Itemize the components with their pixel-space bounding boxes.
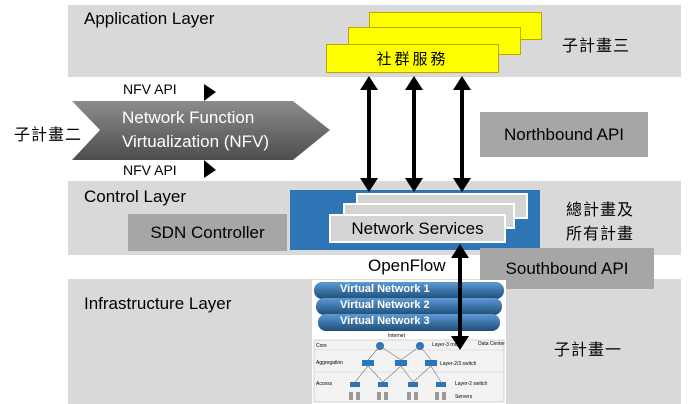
virtual-network-1-label: Virtual Network 1 xyxy=(340,283,430,295)
virtual-network-3-cloud xyxy=(318,314,500,331)
openflow-label: OpenFlow xyxy=(368,256,446,275)
northbound-arrows xyxy=(360,76,471,192)
control-layer-title: Control Layer xyxy=(84,187,187,206)
sdn-controller-label: SDN Controller xyxy=(150,222,265,242)
nfv-label-line2: Virtualization (NFV) xyxy=(122,132,270,151)
nfv-api-bottom-marker xyxy=(204,160,216,178)
northbound-api-box: Northbound API xyxy=(480,112,648,157)
nfv-label-line1: Network Function xyxy=(122,108,255,127)
openflow-arrow xyxy=(451,244,469,350)
nfv-api-bottom-label: NFV API xyxy=(123,162,177,178)
social-service-label: 社群服務 xyxy=(376,50,449,68)
virtual-network-3-label: Virtual Network 3 xyxy=(340,315,430,327)
dc-layer2-switch-label: Layer-2 switch xyxy=(455,381,488,387)
dc-core-label: Core xyxy=(316,343,327,349)
virtual-network-1-cloud xyxy=(314,282,504,299)
northbound-api-label: Northbound API xyxy=(503,124,625,144)
network-services-label: Network Services xyxy=(351,218,484,238)
main-project-label-line1: 總計畫及 xyxy=(566,200,635,219)
dc-layer23-switch-label: Layer-2/3 switch xyxy=(440,361,477,367)
virtual-network-2-cloud xyxy=(316,298,502,315)
dc-layer3-router-label: Layer-3 router xyxy=(432,342,464,348)
sdn-controller-box: SDN Controller xyxy=(128,214,287,251)
main-project-label-line2: 所有計畫 xyxy=(566,224,635,243)
subproject-one-label: 子計畫一 xyxy=(554,340,623,359)
social-service-card-front: 社群服務 xyxy=(326,44,499,73)
dc-internet-label: Internet xyxy=(388,333,405,339)
application-layer-title: Application Layer xyxy=(84,9,215,28)
dc-data-center-label: Data Center xyxy=(478,341,505,347)
dc-aggregation-label: Aggregation xyxy=(316,360,343,366)
nfv-api-top-marker xyxy=(204,84,216,101)
southbound-api-label: Southbound API xyxy=(505,258,629,278)
datacenter-graphic xyxy=(312,280,506,404)
virtual-network-2-label: Virtual Network 2 xyxy=(340,299,430,311)
nfv-arrow-shape xyxy=(72,101,330,160)
southbound-api-box: Southbound API xyxy=(480,248,654,289)
dc-servers-label: Servers xyxy=(455,394,473,400)
network-services-card-front: Network Services xyxy=(329,214,506,243)
subproject-two-label: 子計畫二 xyxy=(14,125,83,144)
subproject-three-label: 子計畫三 xyxy=(562,36,631,55)
infrastructure-layer-title: Infrastructure Layer xyxy=(84,294,232,313)
dc-access-label: Access xyxy=(316,381,333,387)
nfv-api-top-label: NFV API xyxy=(123,81,177,97)
